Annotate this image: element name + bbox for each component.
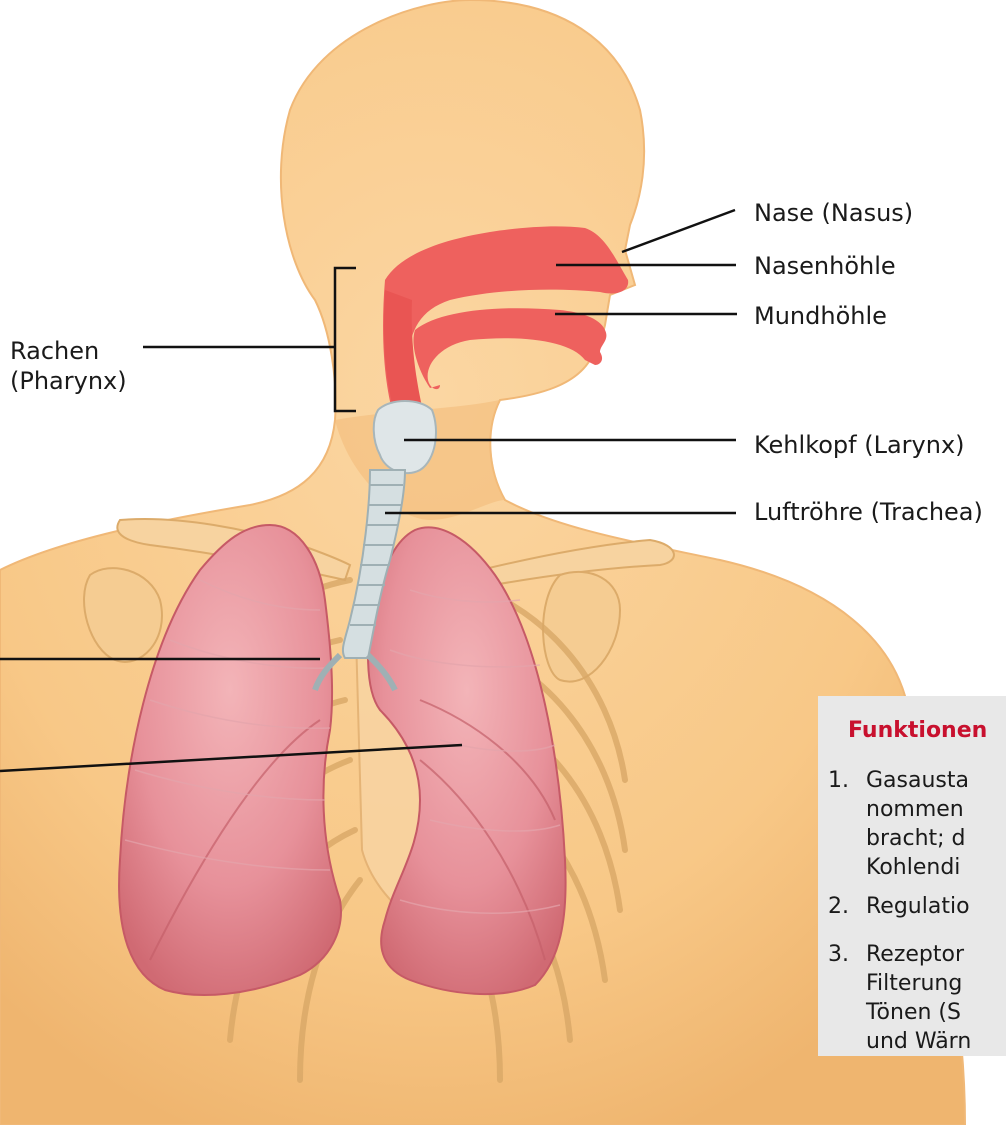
function-line: Gasausta <box>866 766 969 795</box>
function-text: Regulatio <box>866 892 970 921</box>
label-kehlkopf: Kehlkopf (Larynx) <box>754 430 965 460</box>
leader-nase <box>622 210 735 252</box>
function-line: Tönen (S <box>866 998 971 1027</box>
function-line: Rezeptor <box>866 940 971 969</box>
function-line: Regulatio <box>866 892 970 921</box>
label-rachen-line1: Rachen <box>10 336 127 366</box>
label-nasenhoehle: Nasenhöhle <box>754 251 896 281</box>
functions-title: Funktionen <box>848 718 987 743</box>
function-text: Gasausta nommen bracht; d Kohlendi <box>866 766 969 882</box>
label-nase: Nase (Nasus) <box>754 198 913 228</box>
function-line: nommen <box>866 795 969 824</box>
larynx <box>374 401 436 473</box>
function-text: Rezeptor Filterung Tönen (S und Wärn <box>866 940 971 1056</box>
function-number: 1. <box>828 766 858 795</box>
label-luftroehre: Luftröhre (Trachea) <box>754 497 983 527</box>
function-number: 2. <box>828 892 858 921</box>
label-rachen-line2: (Pharynx) <box>10 366 127 396</box>
function-line: bracht; d <box>866 824 969 853</box>
function-line: Kohlendi <box>866 853 969 882</box>
label-rachen: Rachen (Pharynx) <box>10 336 127 396</box>
label-mundhoehle: Mundhöhle <box>754 301 887 331</box>
functions-box: Funktionen 1. Gasausta nommen bracht; d … <box>818 696 1006 1056</box>
function-number: 3. <box>828 940 858 969</box>
function-line: Filterung <box>866 969 971 998</box>
function-line: und Wärn <box>866 1027 971 1056</box>
